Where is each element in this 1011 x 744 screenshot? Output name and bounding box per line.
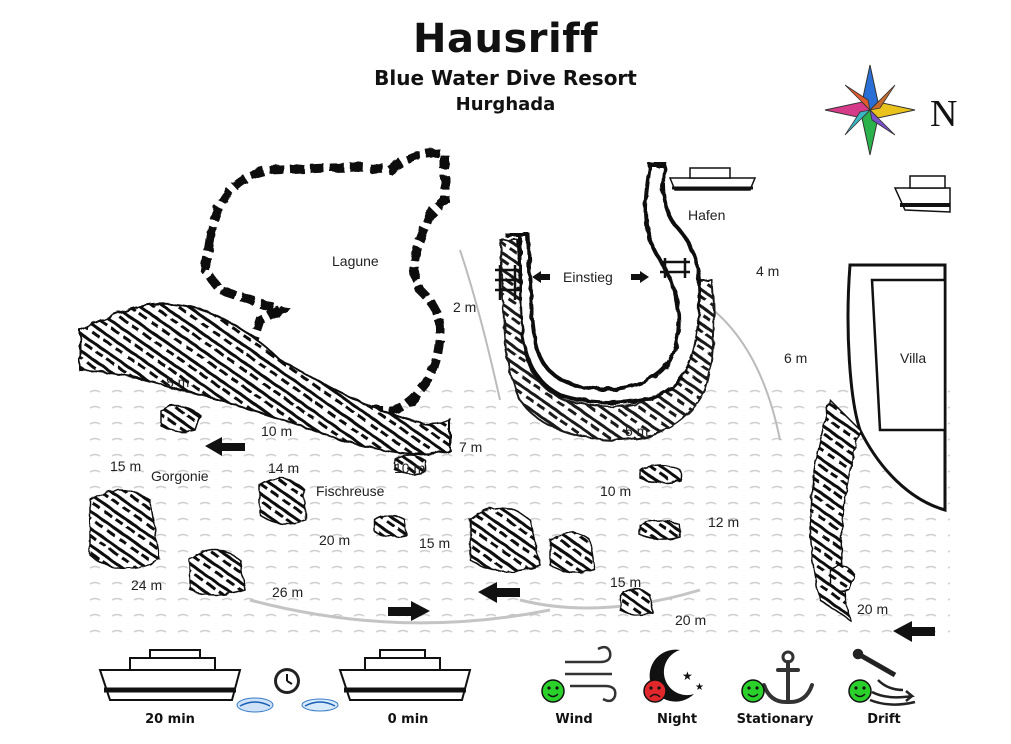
current-arrows [205,271,935,642]
depth-label: 10 m [261,423,293,439]
depth-label: 15 m [110,458,142,474]
stationary-rating-face [741,679,765,703]
label-villa: Villa [900,350,927,366]
resort-name: Blue Water Dive Resort [374,66,637,90]
resort-logo-right [301,698,339,712]
legend-boat-near [338,649,472,701]
label-gorgonian: Gorgonie [151,468,209,484]
depth-label: 7 m [459,439,483,455]
depth-label: 2 m [453,299,477,315]
drift-rating-face [848,679,872,703]
depth-label: 5 m [625,423,649,439]
label-harbor: Hafen [688,207,726,223]
legend-drift: Drift [867,712,901,727]
depth-label: 8 m [166,374,190,390]
depth-label: 10 m [394,460,426,476]
svg-text:★: ★ [695,682,704,693]
depth-label: 10 m [600,483,632,499]
resort-logo-left [236,697,274,713]
legend-boat-far [98,649,242,701]
depth-label: 4 m [756,263,780,279]
site-title: Hausriff [413,16,598,62]
depth-label: 12 m [708,514,740,530]
anchor-icon [762,650,814,705]
label-lagoon: Lagune [332,253,379,269]
depth-label: 20 m [857,601,889,617]
legend-stationary: Stationary [736,712,814,727]
legend-near-time: 0 min [387,712,429,727]
entry-ladders [495,258,690,300]
lagoon-shore [79,148,451,456]
depth-label: 20 m [319,532,351,548]
label-entry: Einstieg [563,269,613,285]
depth-label: 15 m [419,535,451,551]
moored-boat-harbor [668,167,757,191]
wind-rating-face [541,679,565,703]
drift-diver-icon [852,648,916,706]
coral-blocks [89,405,856,617]
depth-label: 26 m [272,584,304,600]
location-name: Hurghada [455,94,556,115]
svg-text:★: ★ [682,669,693,683]
villa-wall [809,263,947,622]
label-cleaning-station: Fischreuse [316,483,385,499]
depth-label: 14 m [268,460,300,476]
legend-far-time: 20 min [145,712,195,727]
wind-icon [565,645,617,703]
depth-label: 24 m [131,577,163,593]
entry-bay [498,163,715,442]
clock-icon [274,668,300,694]
moored-boat-east [893,175,951,213]
legend-night: Night [656,712,698,727]
compass-north-letter: N [930,93,958,135]
depth-label: 20 m [675,612,707,628]
compass-rose [824,64,916,156]
depth-label: 15 m [610,574,642,590]
depth-label: 6 m [784,350,808,366]
night-rating-face [643,679,667,703]
legend-wind: Wind [555,712,593,727]
